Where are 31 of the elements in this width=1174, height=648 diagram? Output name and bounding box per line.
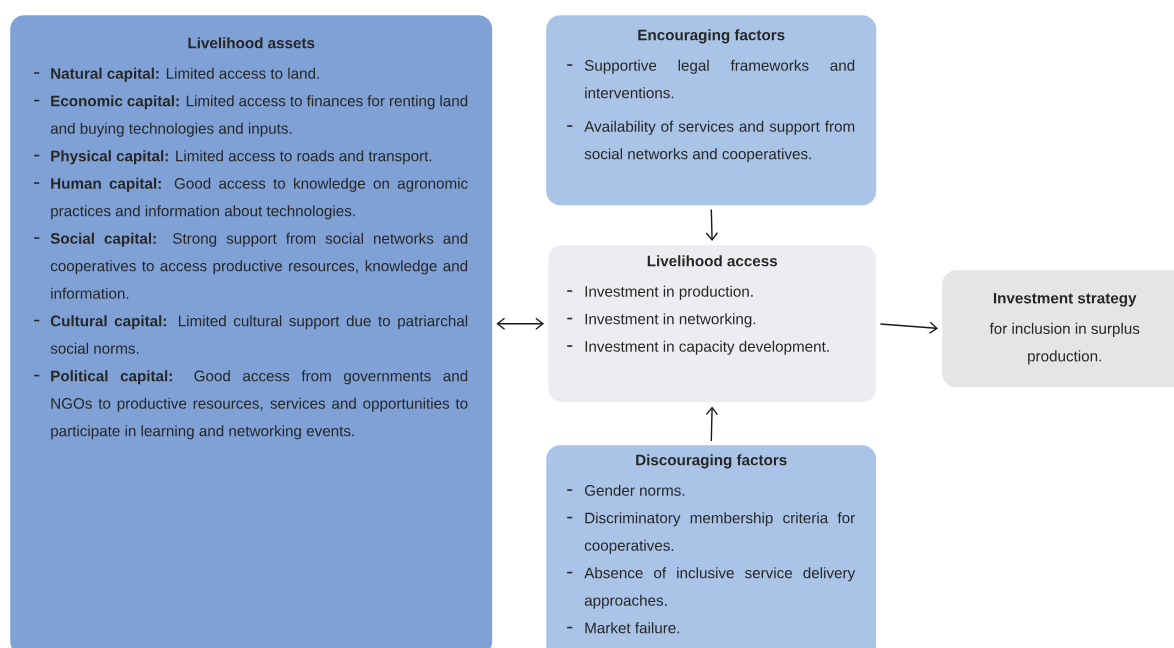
strategy-box [942, 270, 1174, 388]
list-item: Investment in networking. [585, 313, 756, 328]
list-item: Cultural capital: Limited cultural support due to patriarchal social norms. [50, 315, 468, 354]
list-item: Economic capital: Limited access to finances for renting land and buying technologies and inputs. [50, 95, 468, 137]
list-item: Investment in production. [585, 285, 753, 300]
list-item: Gender norms. [585, 484, 685, 496]
list-item: Natural capital: Limited access to land. [51, 67, 319, 82]
list-item: Market failure. [585, 622, 680, 634]
list-item: Human capital: Good access to knowledge on agronomic practices and information about technologies. [51, 177, 468, 220]
list-item: Discriminatory membership criteria for cooperatives. [584, 512, 855, 554]
list-item: Absence of inclusive service delivery approaches. [584, 567, 856, 609]
list-item: Physical capital: Limited access to roads and transport. [51, 150, 432, 165]
factor-box [546, 15, 877, 206]
list-item: Investment in capacity development. [585, 340, 829, 355]
access-box [548, 245, 877, 403]
heading: Discouraging factors [636, 454, 787, 469]
body-text: for inclusion in surplus production. [989, 322, 1140, 365]
list-item: Supportive legal frameworks and interventions. [584, 59, 855, 99]
arrow [879, 321, 939, 334]
factor-box [546, 445, 877, 648]
list-item: Availability of services and support from social networks and cooperatives. [584, 120, 855, 163]
heading: Encouraging factors [638, 29, 785, 44]
arrow [496, 317, 544, 330]
list-item: Political capital: Good access from governments and NGOs to productive resources, services and opportunities to participate in learning and networking events. [51, 370, 468, 440]
arrow [705, 208, 719, 241]
heading: Investment strategy [993, 292, 1137, 307]
heading: Livelihood assets [188, 37, 315, 49]
list-item: Social capital: Strong support from social networks and cooperatives to access productive resources, knowledge and information. [50, 232, 468, 299]
assets-box [10, 15, 493, 648]
heading: Livelihood access [647, 255, 778, 267]
arrow [705, 406, 719, 442]
